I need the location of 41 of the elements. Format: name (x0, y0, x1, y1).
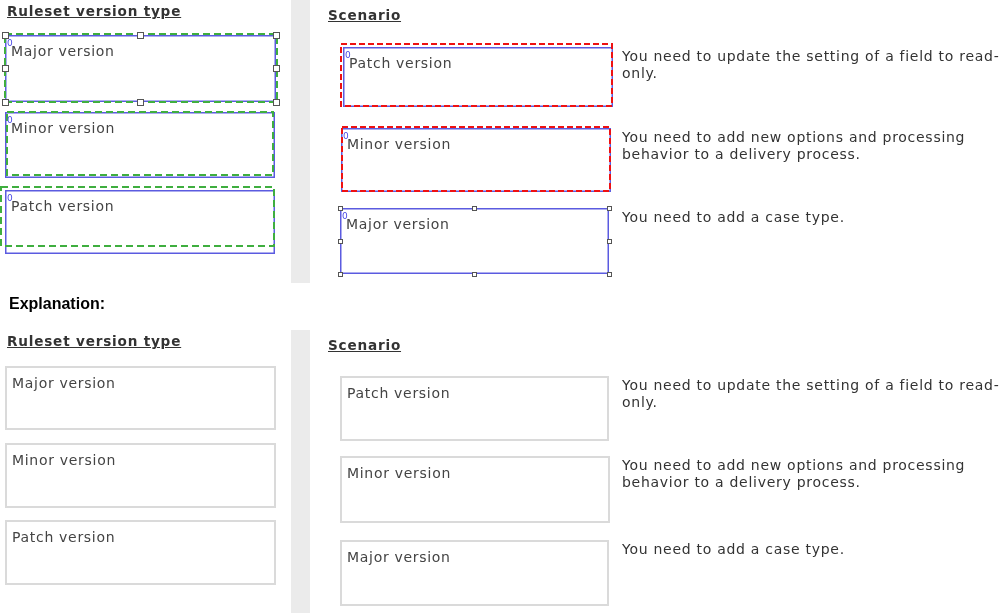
option-card (5, 111, 275, 178)
answer-slot (340, 208, 609, 274)
card-label: Major version (12, 375, 116, 391)
card-label: Patch version (11, 198, 115, 214)
option-card (0, 186, 275, 254)
card-label: Patch version (12, 529, 116, 545)
section-heading: Explanation: (9, 295, 105, 313)
scenario-text: You need to update the setting of a field to read-only. (622, 48, 1001, 82)
scenario-text: You need to update the setting of a field to read-only. (622, 377, 1001, 411)
index-mark: 0 (7, 38, 13, 48)
scenario-text: You need to add new options and processing behavior to a delivery process. (622, 129, 967, 163)
option-card (5, 443, 276, 508)
scenario-text: You need to add new options and processing behavior to a delivery process. (622, 457, 967, 491)
option-card (5, 520, 276, 585)
card-label: Patch version (347, 385, 451, 401)
answer-slot (340, 376, 609, 441)
column-heading: Scenario (328, 6, 402, 24)
card-label: Patch version (349, 55, 453, 71)
answer-slot (340, 43, 613, 107)
scenario-text: You need to add a case type. (622, 209, 846, 226)
option-card (5, 366, 276, 430)
column-heading: Ruleset version type (7, 2, 182, 20)
option-card (4, 33, 278, 103)
index-mark: 0 (343, 131, 349, 141)
card-label: Minor version (12, 452, 116, 468)
card-label: Major version (346, 216, 450, 232)
answer-slot (340, 540, 609, 606)
answer-slot (341, 126, 611, 192)
column-heading: Scenario (328, 336, 402, 354)
card-label: Major version (347, 549, 451, 565)
column-heading: Ruleset version type (7, 332, 182, 350)
card-label: Minor version (347, 136, 451, 152)
card-label: Minor version (11, 120, 115, 136)
answer-slot (340, 456, 610, 523)
card-label: Major version (11, 43, 115, 59)
scenario-text: You need to add a case type. (622, 541, 846, 558)
card-label: Minor version (347, 465, 451, 481)
index-mark: 0 (7, 115, 13, 125)
index-mark: 0 (7, 193, 13, 203)
index-mark: 0 (342, 211, 348, 221)
index-mark: 0 (345, 50, 351, 60)
